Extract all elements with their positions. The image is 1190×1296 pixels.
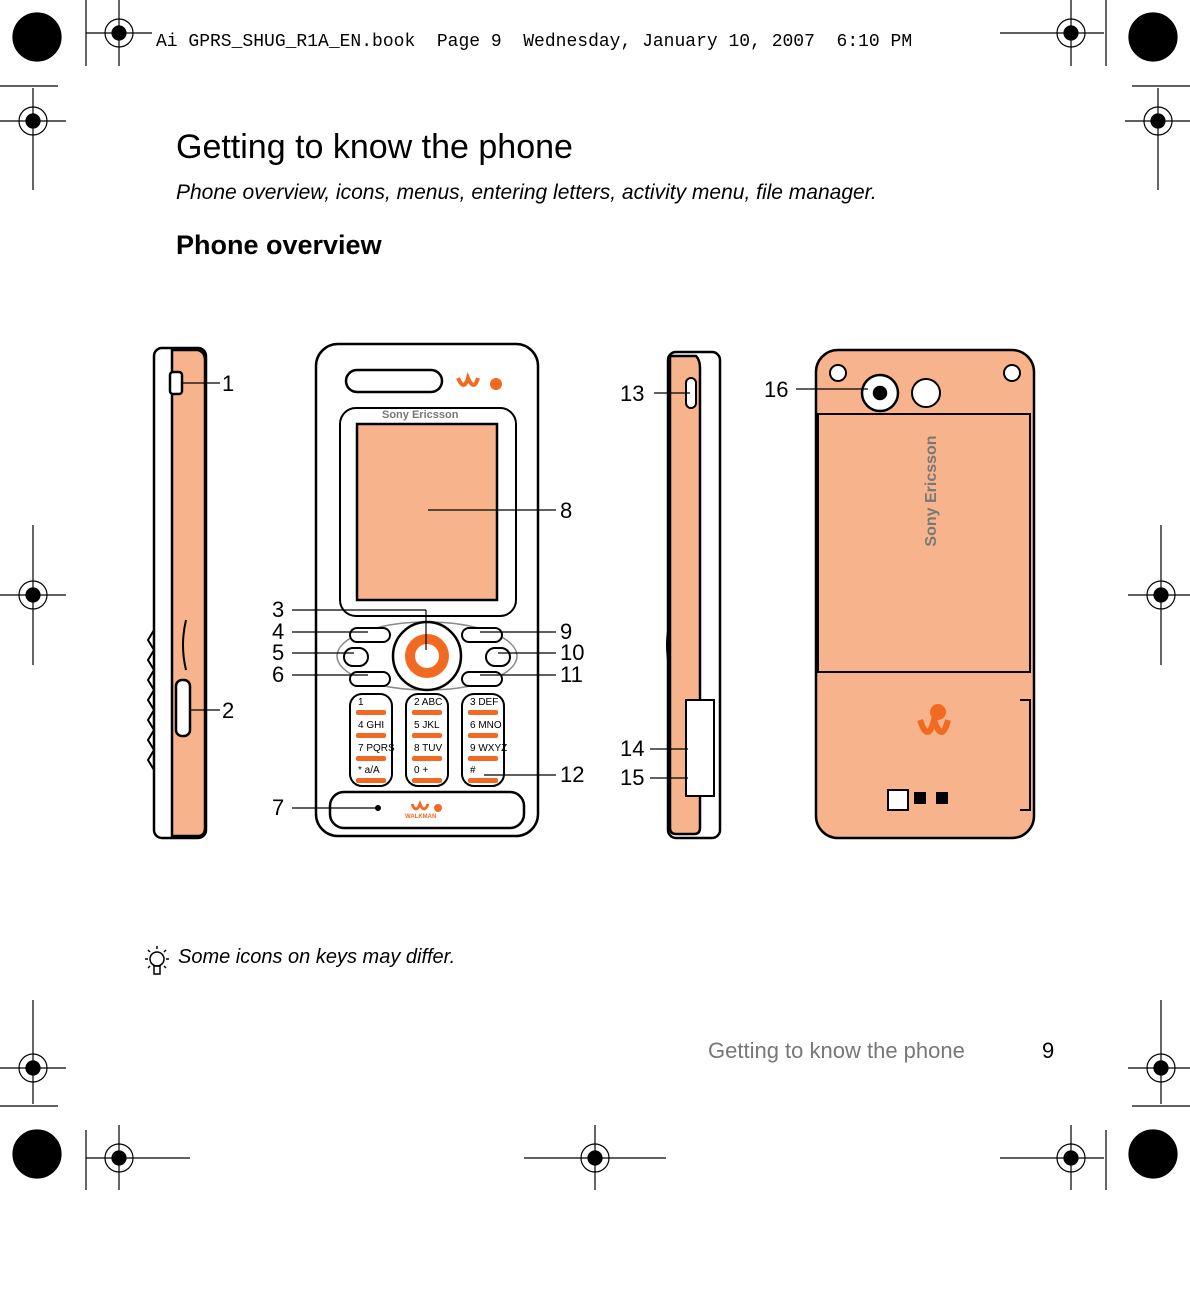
print-header: Ai GPRS_SHUG_R1A_EN.book Page 9 Wednesda… [156, 32, 913, 52]
key-8: 8 TUV [414, 743, 443, 754]
callout-7: 7 [272, 795, 285, 820]
back-brand-label: Sony Ericsson [923, 435, 940, 547]
callout-4: 4 [272, 619, 285, 644]
page-title: Getting to know the phone [176, 128, 573, 166]
key-9: 9 WXYZ [470, 743, 508, 754]
callout-3: 3 [272, 597, 285, 622]
key-4: 4 GHI [358, 720, 385, 731]
phone-left-side-view [146, 346, 208, 840]
phone-right-side-view [666, 350, 722, 840]
callout-10: 10 [560, 640, 585, 665]
key-hash: # [470, 765, 476, 776]
lightbulb-icon [145, 946, 169, 975]
callout-6: 6 [272, 662, 285, 687]
key-7: 7 PQRS [358, 743, 395, 754]
key-5: 5 JKL [414, 720, 440, 731]
tip-note: Some icons on keys may differ. [178, 946, 456, 968]
phone-back-view [814, 348, 1036, 840]
callout-16: 16 [764, 377, 789, 402]
key-0: 0 + [414, 765, 429, 776]
callout-8: 8 [560, 498, 573, 523]
callout-15: 15 [620, 765, 645, 790]
callout-5: 5 [272, 640, 285, 665]
footer-section-name: Getting to know the phone [708, 1038, 965, 1063]
key-2: 2 ABC [414, 697, 443, 708]
phone-overview-diagram [146, 342, 1036, 840]
callout-11: 11 [560, 662, 583, 687]
footer-page-number: 9 [1042, 1038, 1055, 1063]
walkman-label: WALKMAN [405, 814, 437, 820]
key-3: 3 DEF [470, 697, 499, 708]
callout-13: 13 [620, 381, 645, 406]
key-1: 1 [358, 697, 364, 708]
key-6: 6 MNO [470, 720, 502, 731]
callout-1: 1 [222, 371, 235, 396]
callout-14: 14 [620, 736, 645, 761]
front-brand-label: Sony Ericsson [382, 409, 459, 421]
callout-12: 12 [560, 762, 585, 787]
callout-2: 2 [222, 698, 235, 723]
callout-9: 9 [560, 619, 573, 644]
section-heading: Phone overview [176, 230, 382, 260]
page-subtitle: Phone overview, icons, menus, entering l… [176, 181, 877, 204]
key-star: * a/A [358, 765, 380, 776]
